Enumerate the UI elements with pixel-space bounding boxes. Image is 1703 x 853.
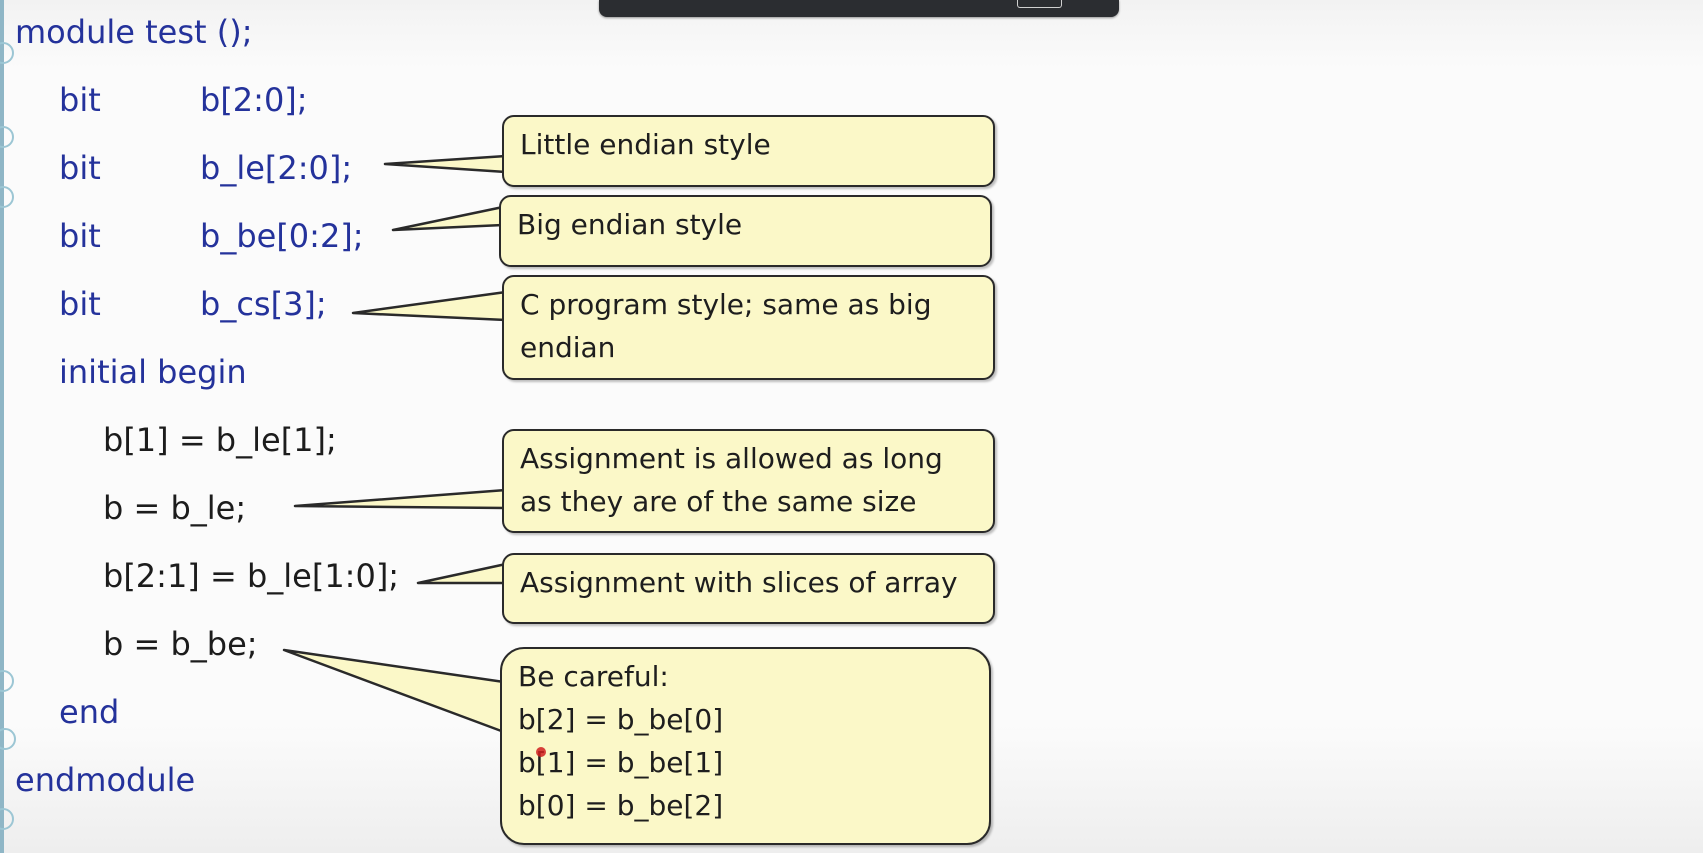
callout-assignment-slices: Assignment with slices of array [502, 553, 995, 624]
code-end: end [59, 693, 120, 731]
callout-text-line-2: endian [520, 331, 616, 364]
code-endmodule: endmodule [15, 761, 196, 799]
overlay-button[interactable] [1017, 0, 1062, 8]
callout-big-endian: Big endian style [499, 195, 992, 267]
callout-c-style: C program style; same as big endian [502, 275, 995, 380]
pointer-careful [282, 648, 506, 734]
code-line-module: module test (); [15, 13, 253, 51]
decorative-ring-icon [0, 728, 16, 750]
code-decl-b-cs: b_cs[3]; [200, 285, 327, 323]
code-stmt-4: b = b_be; [103, 625, 258, 663]
decorative-ring-icon [0, 42, 14, 64]
pointer-little-endian [383, 154, 508, 174]
video-overlay-bar[interactable] [599, 0, 1119, 17]
code-keyword-bit: bit [59, 285, 101, 323]
code-stmt-2: b = b_le; [103, 489, 247, 527]
callout-text: Big endian style [517, 208, 743, 241]
callout-text-line-2: b[1] = b_be[1] [518, 746, 724, 779]
laser-pointer-dot [536, 747, 546, 757]
code-decl-b: b[2:0]; [200, 81, 308, 119]
code-stmt-1: b[1] = b_le[1]; [103, 421, 337, 459]
decorative-ring-icon [0, 808, 14, 830]
slide-left-border [0, 0, 4, 853]
code-keyword-bit: bit [59, 217, 101, 255]
decorative-ring-icon [0, 186, 14, 208]
code-decl-b-be: b_be[0:2]; [200, 217, 364, 255]
callout-title: Be careful: [518, 660, 669, 693]
callout-text-line-1: b[2] = b_be[0] [518, 703, 724, 736]
pointer-big-endian [391, 205, 505, 232]
pointer-c-style [351, 290, 508, 322]
callout-text: Assignment with slices of array [520, 566, 958, 599]
code-initial-begin: initial begin [59, 353, 247, 391]
callout-assignment-size: Assignment is allowed as long as they ar… [502, 429, 995, 533]
callout-text: Little endian style [520, 128, 771, 161]
callout-text-line-1: C program style; same as big [520, 288, 932, 321]
decorative-ring-icon [0, 670, 14, 692]
code-keyword-bit: bit [59, 149, 101, 187]
decorative-ring-icon [0, 126, 14, 148]
code-stmt-3: b[2:1] = b_le[1:0]; [103, 557, 400, 595]
code-decl-b-le: b_le[2:0]; [200, 149, 353, 187]
code-keyword-bit: bit [59, 81, 101, 119]
pointer-slices [416, 562, 508, 585]
callout-text-line-2: as they are of the same size [520, 485, 917, 518]
callout-be-careful: Be careful: b[2] = b_be[0] b[1] = b_be[1… [500, 647, 991, 845]
callout-text-line-3: b[0] = b_be[2] [518, 789, 724, 822]
callout-text-line-1: Assignment is allowed as long [520, 442, 943, 475]
pointer-assign [293, 488, 508, 510]
callout-little-endian: Little endian style [502, 115, 995, 187]
